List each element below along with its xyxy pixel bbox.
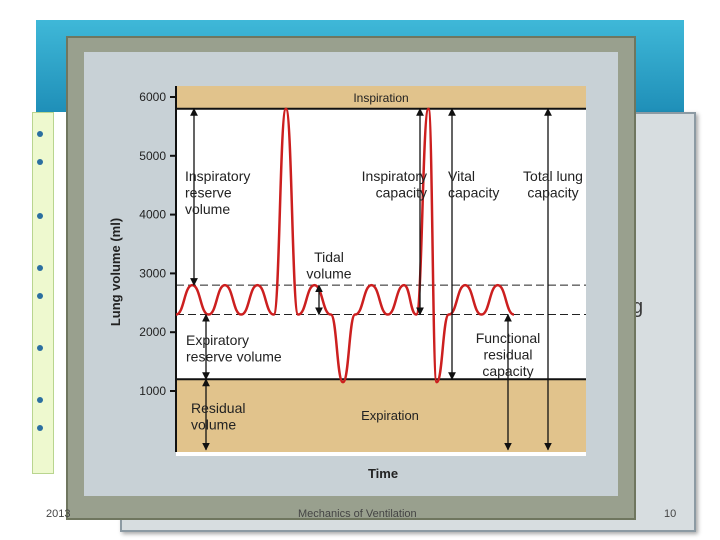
irv-label: volume (185, 201, 230, 217)
irv-label: reserve (185, 185, 232, 201)
frc-label: residual (483, 347, 532, 363)
volume-trace (175, 107, 515, 384)
bullet-dot (37, 345, 43, 351)
y-tick-label: 6000 (139, 90, 166, 104)
bullet-dot (37, 159, 43, 165)
frc-label: Functional (476, 330, 541, 346)
vital-capacity-label: Vital (448, 168, 475, 184)
footer-date: 2013 (46, 508, 71, 520)
y-axis-title: Lung volume (ml) (108, 218, 123, 326)
reference-line-layer (176, 284, 586, 316)
y-tick-label: 1000 (139, 384, 166, 398)
bullet-dot (37, 397, 43, 403)
total-lung-capacity-label: capacity (527, 185, 578, 201)
residual-label: Residual (191, 400, 245, 416)
inspiratory-capacity-label: Inspiratory (362, 168, 427, 184)
x-axis-title: Time (368, 466, 398, 481)
annotation-labels: InspiratoryreservevolumeTidalvolumeExpir… (185, 168, 583, 433)
tidal-label: volume (306, 266, 351, 282)
expiration-label: Expiration (361, 408, 419, 423)
y-tick-label: 3000 (139, 266, 166, 280)
y-tick-label: 4000 (139, 208, 166, 222)
inspiration-label: Inspiration (353, 91, 408, 105)
footer-title: Mechanics of Ventilation (298, 508, 417, 520)
frc-label: capacity (482, 363, 533, 379)
residual-label: volume (191, 417, 236, 433)
bullet-dot (37, 131, 43, 137)
bullet-dot (37, 425, 43, 431)
bullet-dot (37, 293, 43, 299)
erv-label: reserve volume (186, 349, 282, 365)
volume-trace-layer (175, 107, 515, 384)
erv-label: Expiratory (186, 332, 249, 348)
page-number: 10 (664, 508, 677, 520)
tidal-label: Tidal (314, 249, 344, 265)
inspiratory-capacity-label: capacity (376, 185, 427, 201)
inspiration-band (176, 86, 586, 109)
y-tick-label: 5000 (139, 149, 166, 163)
bullet-dot (37, 265, 43, 271)
irv-label: Inspiratory (185, 168, 250, 184)
annotation-arrows (190, 107, 552, 451)
y-tick-label: 2000 (139, 325, 166, 339)
vital-capacity-label: capacity (448, 185, 499, 201)
bullet-list-panel (32, 112, 54, 474)
bullet-dot (37, 213, 43, 219)
total-lung-capacity-label: Total lung (523, 168, 583, 184)
expiration-band (176, 379, 586, 452)
